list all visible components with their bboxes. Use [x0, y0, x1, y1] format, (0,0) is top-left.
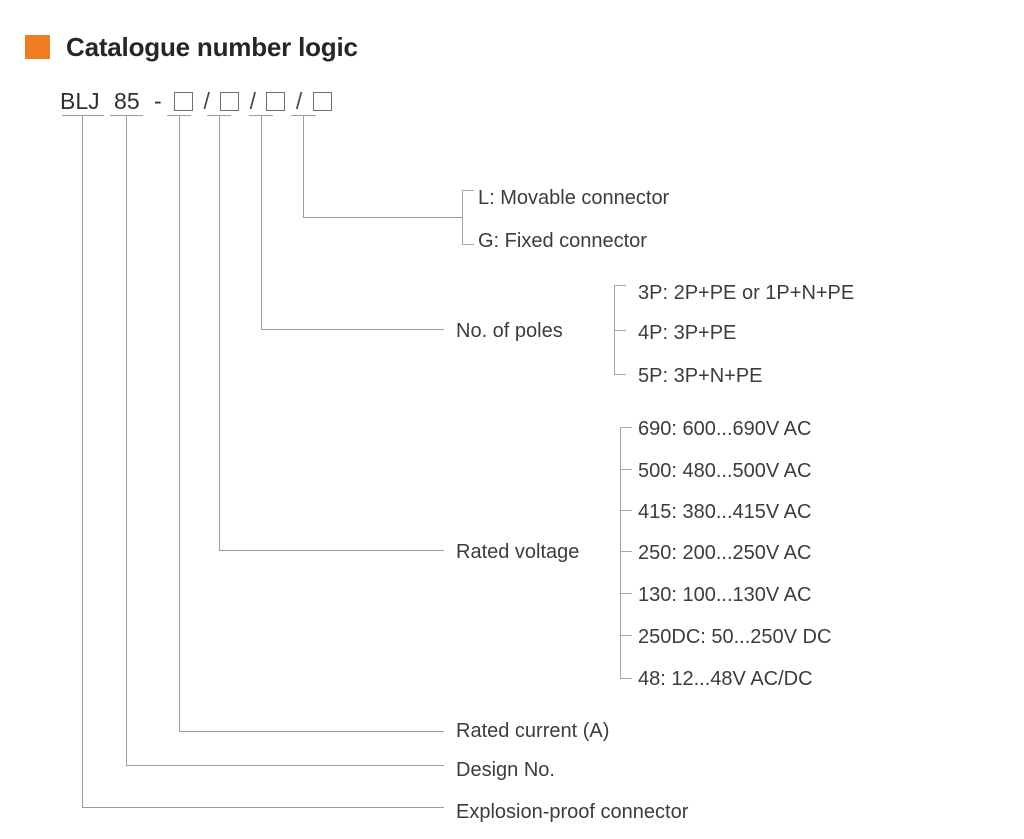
option-connector-type-1: G: Fixed connector: [478, 230, 647, 252]
page-heading: Catalogue number logic: [25, 34, 358, 60]
bracket-voltage-spine: [620, 427, 621, 679]
branch-label-poles: No. of poles: [456, 320, 563, 342]
option-poles-0: 3P: 2P+PE or 1P+N+PE: [638, 282, 855, 304]
option-poles-1: 4P: 3P+PE: [638, 322, 737, 344]
code-design-no: 85: [114, 88, 140, 114]
branch-label-voltage: Rated voltage: [456, 541, 580, 563]
bracket-poles-tick-0: [614, 285, 626, 286]
bracket-voltage-tick-4: [620, 593, 632, 594]
droplink-design-vertical: [126, 115, 127, 766]
bracket-voltage-tick-2: [620, 510, 632, 511]
underline-prefix: [62, 115, 104, 116]
droplink-connector-type-horizontal: [303, 217, 463, 218]
option-voltage-0: 690: 600...690V AC: [638, 418, 812, 440]
bracket-poles-tick-1: [614, 330, 626, 331]
page-title: Catalogue number logic: [66, 32, 358, 62]
code-prefix: BLJ: [60, 88, 100, 114]
branch-label-product: Explosion-proof connector: [456, 801, 689, 823]
option-poles-2: 5P: 3P+N+PE: [638, 365, 763, 387]
droplink-connector-type-vertical: [303, 115, 304, 218]
option-voltage-4: 130: 100...130V AC: [638, 584, 812, 606]
heading-square-marker: [25, 35, 50, 59]
option-voltage-2: 415: 380...415V AC: [638, 501, 812, 523]
droplink-current-vertical: [179, 115, 180, 732]
code-box-poles: [266, 91, 286, 111]
code-dash: -: [154, 88, 162, 114]
bracket-voltage-tick-0: [620, 427, 632, 428]
droplink-product-vertical: [82, 115, 83, 808]
bracket-voltage-tick-5: [620, 635, 632, 636]
droplink-poles-vertical: [261, 115, 262, 330]
option-voltage-3: 250: 200...250V AC: [638, 542, 812, 564]
code-box-voltage: [220, 91, 240, 111]
option-voltage-6: 48: 12...48V AC/DC: [638, 668, 813, 690]
bracket-poles-tick-2: [614, 374, 626, 375]
droplink-voltage-horizontal: [219, 550, 444, 551]
code-box-current: [174, 91, 194, 111]
branch-label-design: Design No.: [456, 759, 555, 781]
option-connector-type-0: L: Movable connector: [478, 187, 670, 209]
code-slash-3: /: [295, 88, 303, 114]
droplink-voltage-vertical: [219, 115, 220, 551]
droplink-product-horizontal: [82, 807, 444, 808]
droplink-poles-horizontal: [261, 329, 444, 330]
bracket-voltage-tick-6: [620, 678, 632, 679]
option-voltage-1: 500: 480...500V AC: [638, 460, 812, 482]
catalogue-number-row: BLJ 85 - / / /: [60, 86, 332, 116]
bracket-connector-type-spine: [462, 190, 463, 245]
bracket-connector-type-tick-0: [462, 190, 474, 191]
bracket-voltage-tick-3: [620, 551, 632, 552]
droplink-design-horizontal: [126, 765, 444, 766]
branch-label-current: Rated current (A): [456, 720, 610, 742]
code-box-connector-type: [312, 91, 332, 111]
code-slash-2: /: [249, 88, 257, 114]
bracket-connector-type-tick-1: [462, 244, 474, 245]
droplink-current-horizontal: [179, 731, 444, 732]
option-voltage-5: 250DC: 50...250V DC: [638, 626, 832, 648]
bracket-voltage-tick-1: [620, 469, 632, 470]
code-slash-1: /: [203, 88, 210, 114]
